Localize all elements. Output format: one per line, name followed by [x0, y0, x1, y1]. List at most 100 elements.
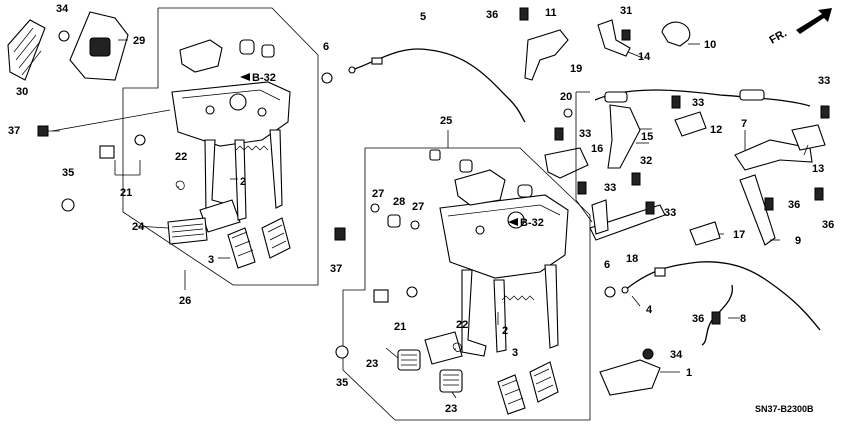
bolt-37-left	[37, 125, 60, 137]
center-assembly-frame	[342, 147, 591, 421]
callout-28: 28	[393, 196, 405, 208]
callout-33-e: 33	[664, 207, 676, 219]
callout-3-center: 3	[512, 347, 518, 359]
callout-17: 17	[733, 229, 745, 241]
bolt-33-e	[645, 201, 655, 215]
nut-34-top	[58, 30, 70, 42]
center-clutch-pedal	[493, 264, 559, 403]
callout-27-b: 27	[412, 201, 424, 213]
left-assembly-frame	[122, 7, 319, 286]
clip-27-a	[370, 203, 380, 213]
diagram-code: SN37-B2300B	[755, 404, 814, 414]
callout-36-c: 36	[822, 219, 834, 231]
callout-36-d: 36	[692, 313, 704, 325]
callout-33-a: 33	[818, 75, 830, 87]
left-pedal-bracket	[171, 39, 291, 147]
direction-label: FR.	[768, 27, 789, 46]
callout-25: 25	[440, 115, 452, 127]
bracket-14	[597, 19, 631, 57]
bolt-33-d	[577, 181, 587, 195]
callout-6-top: 6	[323, 41, 329, 53]
pedal-pad-24	[167, 217, 208, 245]
callout-14: 14	[638, 51, 651, 63]
callout-34-top: 34	[56, 3, 69, 15]
callout-27-a: 27	[372, 188, 384, 200]
bolt-32	[631, 172, 641, 186]
callout-24: 24	[132, 221, 145, 233]
left-clutch-pedal	[234, 129, 291, 259]
bracket-11	[524, 29, 569, 81]
spring-22-left	[175, 180, 185, 190]
left-spring	[235, 145, 269, 151]
callout-15: 15	[641, 131, 653, 143]
pedal-pad-3-center	[497, 374, 526, 415]
bolt-33-a	[820, 105, 830, 119]
nut-35-center	[335, 345, 349, 359]
callout-22-center: 22	[456, 319, 468, 331]
callout-21-left: 21	[120, 187, 132, 199]
arm-9	[739, 174, 776, 246]
bracket-1	[599, 359, 661, 396]
reference-label-left: B-32	[252, 72, 276, 84]
callout-4: 4	[646, 304, 653, 316]
callout-20: 20	[560, 91, 572, 103]
bracket-16	[544, 147, 589, 179]
callout-labels: 1 2 2 3 3 4 5 6 6 7 8 9 10 11 12 13 14 1…	[8, 3, 834, 415]
clip-10	[661, 21, 691, 47]
callout-2-center: 2	[502, 325, 508, 337]
callout-31: 31	[620, 5, 632, 17]
callout-35-center: 35	[336, 377, 348, 389]
pedal-pad-3-left	[227, 227, 256, 269]
clip-27-b	[410, 220, 420, 230]
bolt-33-c	[554, 127, 564, 141]
callout-37-left: 37	[8, 125, 20, 137]
reference-label-center: B-32	[520, 217, 544, 229]
callout-30: 30	[16, 86, 28, 98]
cable-5	[348, 48, 526, 123]
reference-arrow-center: B-32	[508, 217, 544, 229]
center-spring	[501, 295, 535, 301]
bolt-36-a	[519, 7, 529, 21]
cable-4	[621, 261, 821, 331]
bolt-36-d	[711, 311, 721, 325]
center-brake-pedal	[424, 269, 487, 365]
nut-35-left	[61, 198, 75, 212]
callout-16: 16	[591, 143, 603, 155]
bolt-36-b	[764, 197, 774, 211]
callout-3-left: 3	[208, 254, 214, 266]
bolt-31	[621, 29, 631, 41]
callout-33-c: 33	[579, 128, 591, 140]
callout-8: 8	[740, 313, 746, 325]
pedal-pad-23-a	[397, 349, 421, 371]
callout-37-center: 37	[330, 263, 342, 275]
bracket-15	[607, 104, 641, 169]
callout-1: 1	[686, 367, 692, 379]
washer-20	[563, 108, 573, 118]
bracket-13	[791, 124, 826, 151]
callout-7: 7	[741, 118, 747, 130]
callout-21-center: 21	[394, 321, 406, 333]
callout-29: 29	[133, 35, 145, 47]
cable-19	[594, 89, 811, 107]
direction-indicator: FR.	[768, 8, 832, 47]
callout-33-b: 33	[692, 97, 704, 109]
callout-12: 12	[710, 124, 722, 136]
bolt-33-b	[671, 95, 681, 109]
callout-18: 18	[626, 253, 638, 265]
bolt-37-center	[334, 227, 346, 241]
callout-22-left: 22	[175, 151, 187, 163]
callout-19: 19	[570, 63, 582, 75]
reference-arrow-left: B-32	[240, 72, 276, 84]
callout-33-d: 33	[604, 182, 616, 194]
callout-35-left: 35	[62, 167, 74, 179]
callout-2-left: 2	[240, 176, 246, 188]
callout-23-a: 23	[366, 358, 378, 370]
washer-6-top	[321, 72, 333, 84]
bolt-21-left	[99, 134, 146, 159]
leader-lines	[51, 39, 809, 399]
callout-11: 11	[545, 7, 557, 19]
bolt-21-center	[373, 286, 418, 303]
callout-36-a: 36	[486, 9, 498, 21]
pedal-pad-30	[7, 19, 46, 81]
